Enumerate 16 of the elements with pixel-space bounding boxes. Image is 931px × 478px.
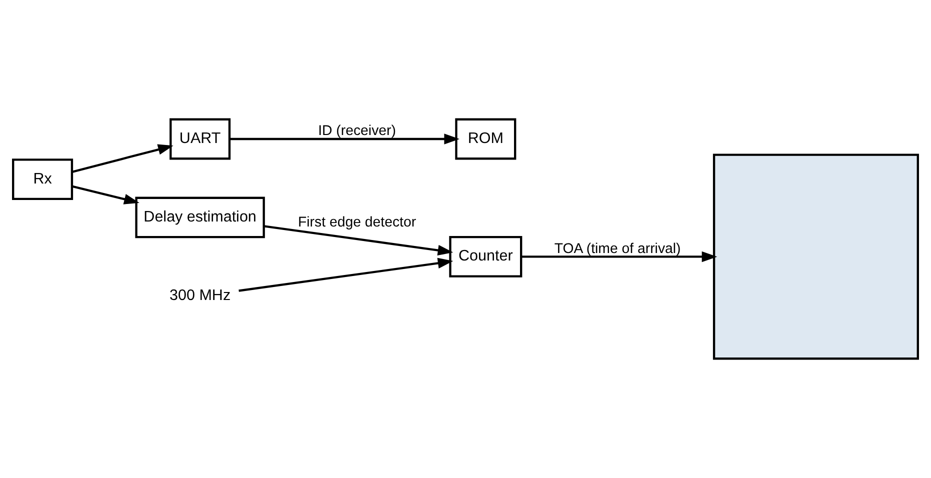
arrow (238, 258, 454, 292)
node-text: 300 MHz (170, 286, 231, 304)
arrow (521, 251, 718, 262)
arrow (264, 225, 454, 256)
node-box: UART (170, 118, 231, 160)
node-box (712, 154, 919, 360)
edge-label: First edge detector (298, 214, 416, 231)
node-box: ROM (455, 118, 516, 160)
arrow (72, 185, 140, 204)
node-box: Delay estimation (135, 196, 265, 238)
node-box: Counter (449, 236, 522, 278)
arrow (230, 134, 460, 144)
edge-label: ID (receiver) (318, 123, 396, 140)
edge-label: TOA (time of arrival) (554, 240, 681, 257)
arrow (72, 144, 174, 173)
node-box: Rx (12, 158, 74, 200)
